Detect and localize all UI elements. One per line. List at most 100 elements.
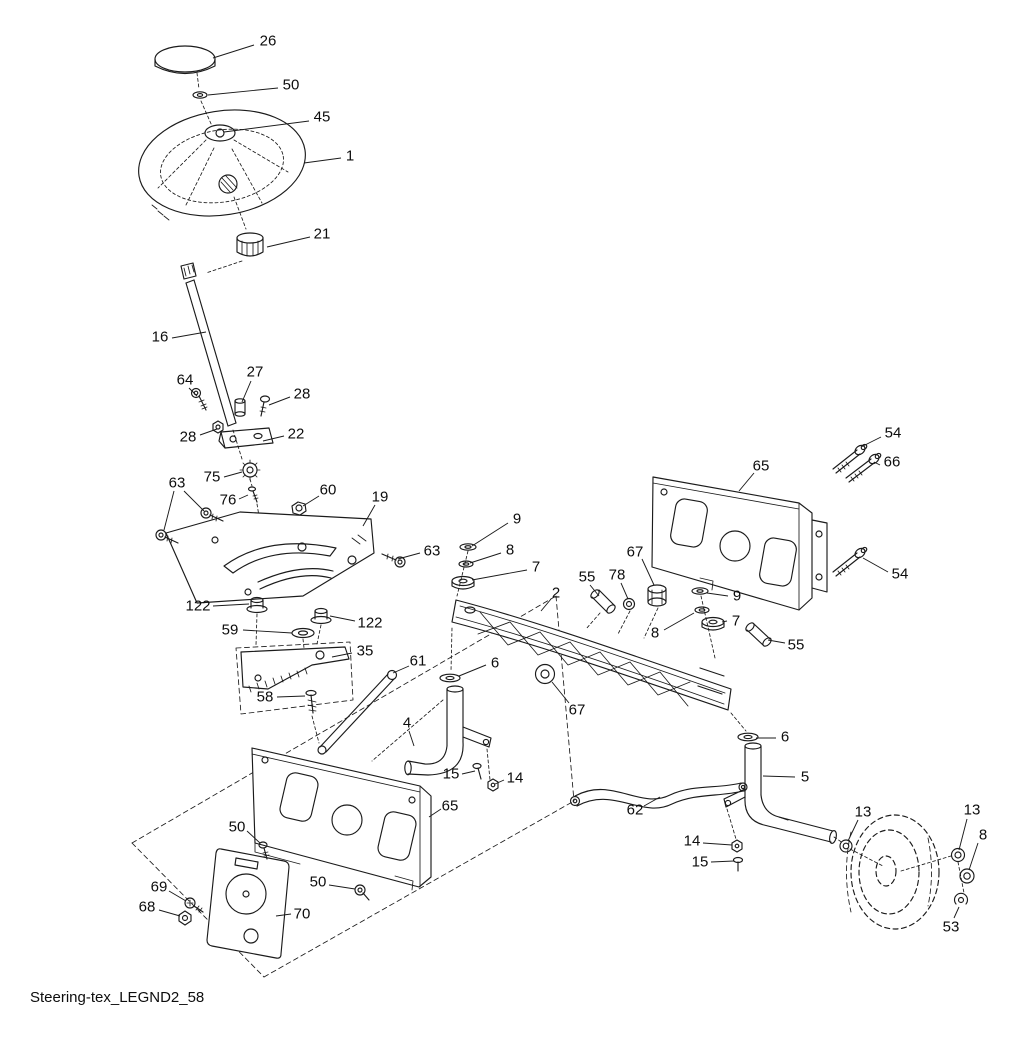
bolt-28-right (259, 395, 271, 417)
spacer-55-right (745, 622, 772, 647)
washer-9-right (691, 587, 709, 595)
bolt-15-left (472, 762, 482, 780)
callout-67: 67 (569, 702, 586, 719)
callout-54: 54 (885, 425, 902, 442)
screw-76 (247, 486, 259, 503)
washer-7-right (701, 616, 725, 631)
hub-washer-50 (192, 91, 208, 99)
callout-64: 64 (177, 372, 194, 389)
callout-65: 65 (442, 798, 459, 815)
flange-bushing-122-right (310, 607, 332, 625)
callout-9: 9 (733, 588, 741, 605)
washer-8-left (458, 560, 474, 568)
washer-7-left (451, 575, 475, 590)
callout-28: 28 (180, 429, 197, 446)
callout-leader-122 (212, 603, 250, 607)
callout-4: 4 (403, 715, 411, 732)
callout-leader-63 (163, 490, 175, 531)
callout-50: 50 (229, 819, 246, 836)
callout-6: 6 (491, 655, 499, 672)
callout-1: 1 (346, 148, 354, 165)
splined-adapter-75 (239, 459, 261, 481)
callout-15: 15 (692, 854, 709, 871)
callout-leader-16 (171, 331, 207, 339)
callout-75: 75 (204, 469, 221, 486)
bolt-54-upper (832, 443, 868, 474)
spindle-washer-6-left (439, 673, 461, 683)
front-wheel (846, 814, 940, 930)
callout-leader-66 (873, 461, 881, 466)
washer-8-right-axle (694, 606, 710, 614)
steering-shaft-16 (180, 262, 237, 427)
callout-69: 69 (151, 879, 168, 896)
callout-62: 62 (627, 802, 644, 819)
callout-leader-76 (238, 494, 249, 500)
callout-22: 22 (288, 426, 305, 443)
callout-61: 61 (410, 653, 427, 670)
tie-rod-62 (569, 782, 748, 809)
callout-78: 78 (609, 567, 626, 584)
spacer-27 (234, 398, 246, 417)
spindle-right-5 (723, 742, 837, 844)
pivot-washer-67-lower (534, 663, 556, 685)
callout-14: 14 (507, 770, 524, 787)
callout-9: 9 (513, 511, 521, 528)
callout-59: 59 (222, 622, 239, 639)
callout-leader-9 (471, 522, 509, 547)
callout-leader-28 (199, 428, 218, 436)
bolt-54-lower (832, 546, 868, 577)
steering-plate-19 (165, 511, 375, 604)
callout-leader-59 (242, 629, 293, 634)
steering-link-61 (317, 669, 398, 755)
callout-leader-50 (246, 830, 261, 844)
callout-leader-2 (540, 598, 552, 612)
spindle-washer-6-right (737, 732, 759, 742)
washer-8-wheel (959, 868, 975, 884)
callout-45: 45 (314, 109, 331, 126)
callout-15: 15 (443, 766, 460, 783)
callout-leader-8 (663, 612, 695, 631)
nut-68 (178, 910, 192, 926)
callout-leader-58 (276, 695, 306, 698)
callout-13: 13 (855, 804, 872, 821)
callout-leader-55 (589, 584, 600, 597)
washer-59 (291, 627, 315, 639)
washer-13-outer (950, 847, 966, 863)
callout-leader-63 (183, 490, 205, 512)
callout-leader-55 (767, 639, 786, 644)
nut-60 (291, 501, 307, 516)
callout-122: 122 (185, 598, 210, 615)
callout-leader-67 (551, 681, 570, 704)
callout-leader-7 (721, 620, 728, 623)
callout-14: 14 (684, 833, 701, 850)
callout-leader-75 (223, 471, 243, 478)
callout-27: 27 (247, 364, 264, 381)
callout-67: 67 (627, 544, 644, 561)
callout-leader-64 (188, 387, 198, 397)
callout-leader-61 (392, 665, 410, 674)
callout-leader-65 (738, 472, 755, 492)
callout-leader-15 (461, 770, 476, 775)
callout-leader-4 (408, 730, 415, 747)
ring-78 (622, 597, 636, 611)
callout-leader-13 (847, 819, 859, 842)
callout-leader-14 (494, 779, 505, 785)
screw-50-bracket (354, 884, 370, 901)
callout-leader-53 (953, 906, 960, 919)
callout-leader-14 (702, 842, 733, 846)
bolt-63-left-upper (200, 507, 224, 522)
callout-leader-28 (268, 396, 291, 406)
callout-50: 50 (310, 874, 327, 891)
callout-leader-45 (223, 120, 310, 133)
nut-14-left (487, 778, 499, 792)
chassis-bracket-right-65 (651, 476, 828, 611)
callout-leader-50 (207, 87, 279, 96)
callout-leader-78 (620, 582, 629, 600)
callout-55: 55 (579, 569, 596, 586)
callout-leader-54 (862, 557, 889, 573)
bracket-22 (218, 427, 274, 449)
steering-wheel-cap (154, 45, 216, 74)
callout-53: 53 (943, 919, 960, 936)
